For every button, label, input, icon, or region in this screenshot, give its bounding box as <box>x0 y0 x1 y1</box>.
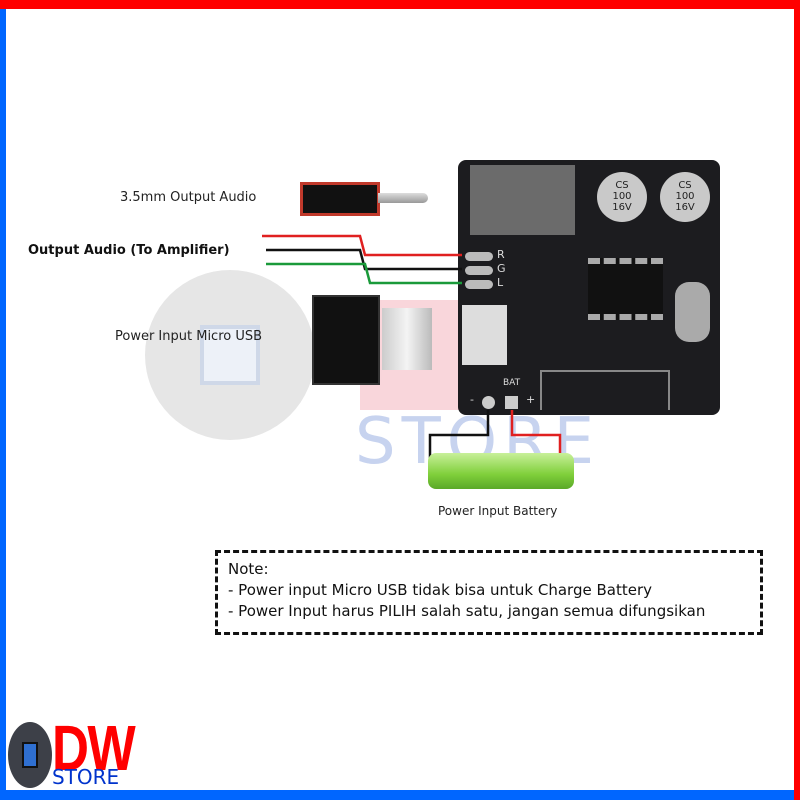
cap-text: 100 <box>675 191 695 202</box>
frame-right <box>794 0 800 800</box>
cap-text: CS <box>678 180 692 191</box>
micro-usb-port <box>462 305 507 365</box>
pin-label-l: L <box>497 276 504 289</box>
bat-pad-plus <box>505 396 518 409</box>
audio-jack-socket <box>470 165 575 235</box>
antenna-trace <box>540 370 670 410</box>
label-power-battery: Power Input Battery <box>438 504 558 518</box>
micro-usb-tip <box>382 308 432 370</box>
logo-chip-inner <box>22 742 38 768</box>
logo-brand: DW <box>52 712 136 784</box>
audio-plug-tip <box>378 193 428 203</box>
crystal <box>675 282 710 342</box>
logo-sub: STORE <box>52 765 120 789</box>
wire-red <box>262 234 462 257</box>
note-line-1: - Power input Micro USB tidak bisa untuk… <box>228 581 652 599</box>
pin-label-r: R <box>497 248 505 261</box>
label-output-jack: 3.5mm Output Audio <box>120 190 257 205</box>
note-line-2: - Power Input harus PILIH salah satu, ja… <box>228 602 706 620</box>
pin-g <box>465 266 493 275</box>
cap-text: 16V <box>675 202 695 213</box>
pin-labels: R G L <box>497 248 506 290</box>
frame-bottom <box>0 790 794 800</box>
bat-minus: - <box>470 393 474 406</box>
pin-label-g: G <box>497 262 506 275</box>
wire-battery-red <box>510 410 562 460</box>
label-output-amp: Output Audio (To Amplifier) <box>28 243 230 258</box>
label-power-usb: Power Input Micro USB <box>115 329 263 344</box>
cap-text: 16V <box>612 202 632 213</box>
cap-text: CS <box>615 180 629 191</box>
bat-pad-minus <box>482 396 495 409</box>
frame-left <box>0 9 6 800</box>
watermark-chip-icon <box>200 325 260 385</box>
frame-top <box>0 0 800 9</box>
logo-chip-icon <box>8 722 52 788</box>
bat-label: BAT <box>503 378 521 388</box>
micro-usb-plug <box>312 295 380 385</box>
note-title: Note: <box>228 560 269 578</box>
note-box: Note: - Power input Micro USB tidak bisa… <box>215 550 763 635</box>
wire-black <box>266 248 462 271</box>
pin-l <box>465 280 493 289</box>
ic-chip <box>588 258 663 320</box>
wire-green <box>266 262 462 285</box>
cap-text: 100 <box>612 191 632 202</box>
bat-plus: + <box>526 393 536 406</box>
battery <box>428 453 574 489</box>
pin-r <box>465 252 493 261</box>
wire-battery-black <box>428 410 490 460</box>
